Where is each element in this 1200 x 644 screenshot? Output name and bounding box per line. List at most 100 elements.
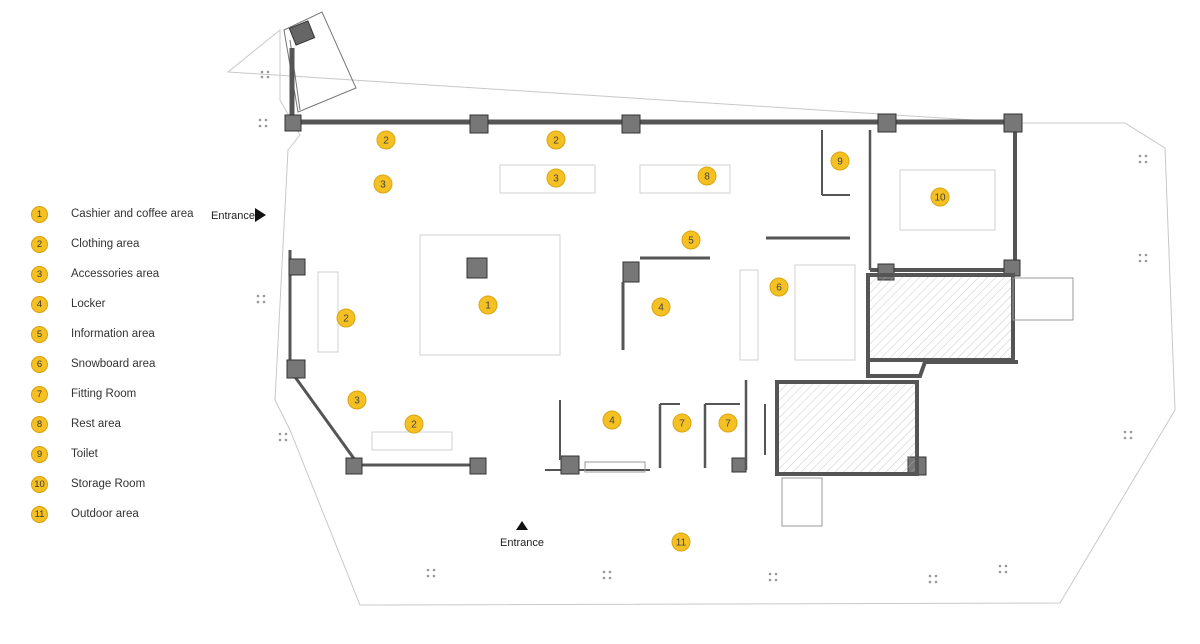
area-marker-circle	[347, 390, 367, 410]
site-dots	[256, 70, 1148, 584]
area-marker-circle	[651, 297, 671, 317]
area-marker-label: 11	[676, 538, 687, 549]
legend-number-badge: 1	[31, 205, 48, 223]
area-marker-label: 3	[380, 180, 386, 191]
legend-item: 2 Clothing area	[31, 233, 139, 255]
legend-number-badge: 2	[31, 235, 48, 253]
area-markers: 2 2 3 3 8 9 10 5 1 4 6 2 3 2 4 7 7 11	[336, 130, 950, 552]
legend-label: Cashier and coffee area	[71, 208, 194, 220]
area-marker-label: 5	[688, 236, 694, 247]
area-marker-circle	[478, 295, 498, 315]
area-marker: 3	[546, 168, 566, 188]
area-marker: 2	[376, 130, 396, 150]
legend-item: 6 Snowboard area	[31, 353, 155, 375]
area-marker-label: 4	[609, 416, 615, 427]
legend-item: 8 Rest area	[31, 413, 121, 435]
area-marker-circle	[546, 130, 566, 150]
legend-label: Information area	[71, 328, 155, 340]
legend-number-badge: 9	[31, 445, 48, 463]
area-marker-circle	[671, 532, 691, 552]
area-marker: 1	[478, 295, 498, 315]
area-marker-label: 2	[383, 136, 389, 147]
legend-item: 10 Storage Room	[31, 473, 145, 495]
bottom-entrance-arrow	[516, 521, 528, 530]
area-marker-circle	[602, 410, 622, 430]
legend-label: Snowboard area	[71, 358, 156, 370]
area-marker-label: 7	[725, 419, 731, 430]
legend-number-badge: 7	[31, 385, 48, 403]
legend-number-badge: 10	[31, 475, 48, 493]
area-marker: 2	[404, 414, 424, 434]
legend-item: 3 Accessories area	[31, 263, 159, 285]
area-marker-label: 3	[354, 396, 360, 407]
area-marker-circle	[697, 166, 717, 186]
interior-partitions	[559, 236, 850, 470]
area-marker: 8	[697, 166, 717, 186]
area-marker-circle	[718, 413, 738, 433]
legend-item: 4 Locker	[31, 293, 106, 315]
area-marker: 5	[681, 230, 701, 250]
area-marker-circle	[404, 414, 424, 434]
legend-number-badge: 6	[31, 355, 48, 373]
furniture	[317, 164, 996, 473]
legend-number-badge: 3	[31, 265, 48, 283]
legend-number-badge: 8	[31, 415, 48, 433]
area-marker-label: 1	[485, 301, 491, 312]
legend-label: Clothing area	[71, 238, 140, 250]
area-marker: 11	[671, 532, 691, 552]
area-marker: 10	[930, 187, 950, 207]
area-marker: 6	[769, 277, 789, 297]
corner-structure	[283, 11, 357, 113]
area-marker-circle	[373, 174, 393, 194]
area-marker-label: 8	[704, 172, 710, 183]
legend-label: Rest area	[71, 418, 121, 430]
legend-number-badge: 11	[31, 505, 48, 523]
legend-item: 11 Outdoor area	[31, 503, 139, 525]
outdoor-area-outline	[226, 28, 1176, 606]
area-marker-circle	[672, 413, 692, 433]
area-marker: 2	[546, 130, 566, 150]
legend-item: 1 Cashier and coffee area	[31, 203, 194, 225]
hatched-blocks	[775, 273, 1074, 527]
legend-number-badge: 5	[31, 325, 48, 343]
legend-label: Storage Room	[71, 478, 146, 490]
area-marker-circle	[681, 230, 701, 250]
area-marker: 3	[373, 174, 393, 194]
columns	[284, 113, 1023, 476]
legend-item: 5 Information area	[31, 323, 155, 345]
area-marker: 7	[718, 413, 738, 433]
left-entrance-arrow	[255, 208, 266, 222]
area-marker-label: 2	[343, 314, 349, 325]
area-marker-label: 3	[553, 174, 559, 185]
legend-label: Fitting Room	[71, 388, 137, 400]
area-marker-circle	[336, 308, 356, 328]
area-marker: 7	[672, 413, 692, 433]
area-marker-label: 2	[553, 136, 559, 147]
legend-label: Locker	[71, 298, 106, 310]
legend-label: Outdoor area	[71, 508, 139, 520]
area-marker: 2	[336, 308, 356, 328]
area-marker-label: 4	[658, 303, 664, 314]
area-marker-label: 2	[411, 420, 417, 431]
area-marker: 9	[830, 151, 850, 171]
area-marker-circle	[830, 151, 850, 171]
legend-label: Accessories area	[71, 268, 160, 280]
area-marker-label: 10	[934, 193, 946, 204]
area-marker: 4	[651, 297, 671, 317]
area-marker: 4	[602, 410, 622, 430]
bottom-entrance-label: Entrance	[500, 537, 544, 549]
legend-number-badge: 4	[31, 295, 48, 313]
area-marker-circle	[769, 277, 789, 297]
area-marker-label: 6	[776, 283, 782, 294]
area-marker-circle	[376, 130, 396, 150]
legend-item: 9 Toilet	[31, 443, 98, 465]
area-marker-circle	[546, 168, 566, 188]
left-entrance-label: Entrance	[211, 210, 255, 222]
area-marker-label: 7	[679, 419, 685, 430]
legend-item: 7 Fitting Room	[31, 383, 136, 405]
area-marker-circle	[930, 187, 950, 207]
area-marker-label: 9	[837, 157, 843, 168]
area-marker: 3	[347, 390, 367, 410]
legend-label: Toilet	[71, 448, 98, 460]
